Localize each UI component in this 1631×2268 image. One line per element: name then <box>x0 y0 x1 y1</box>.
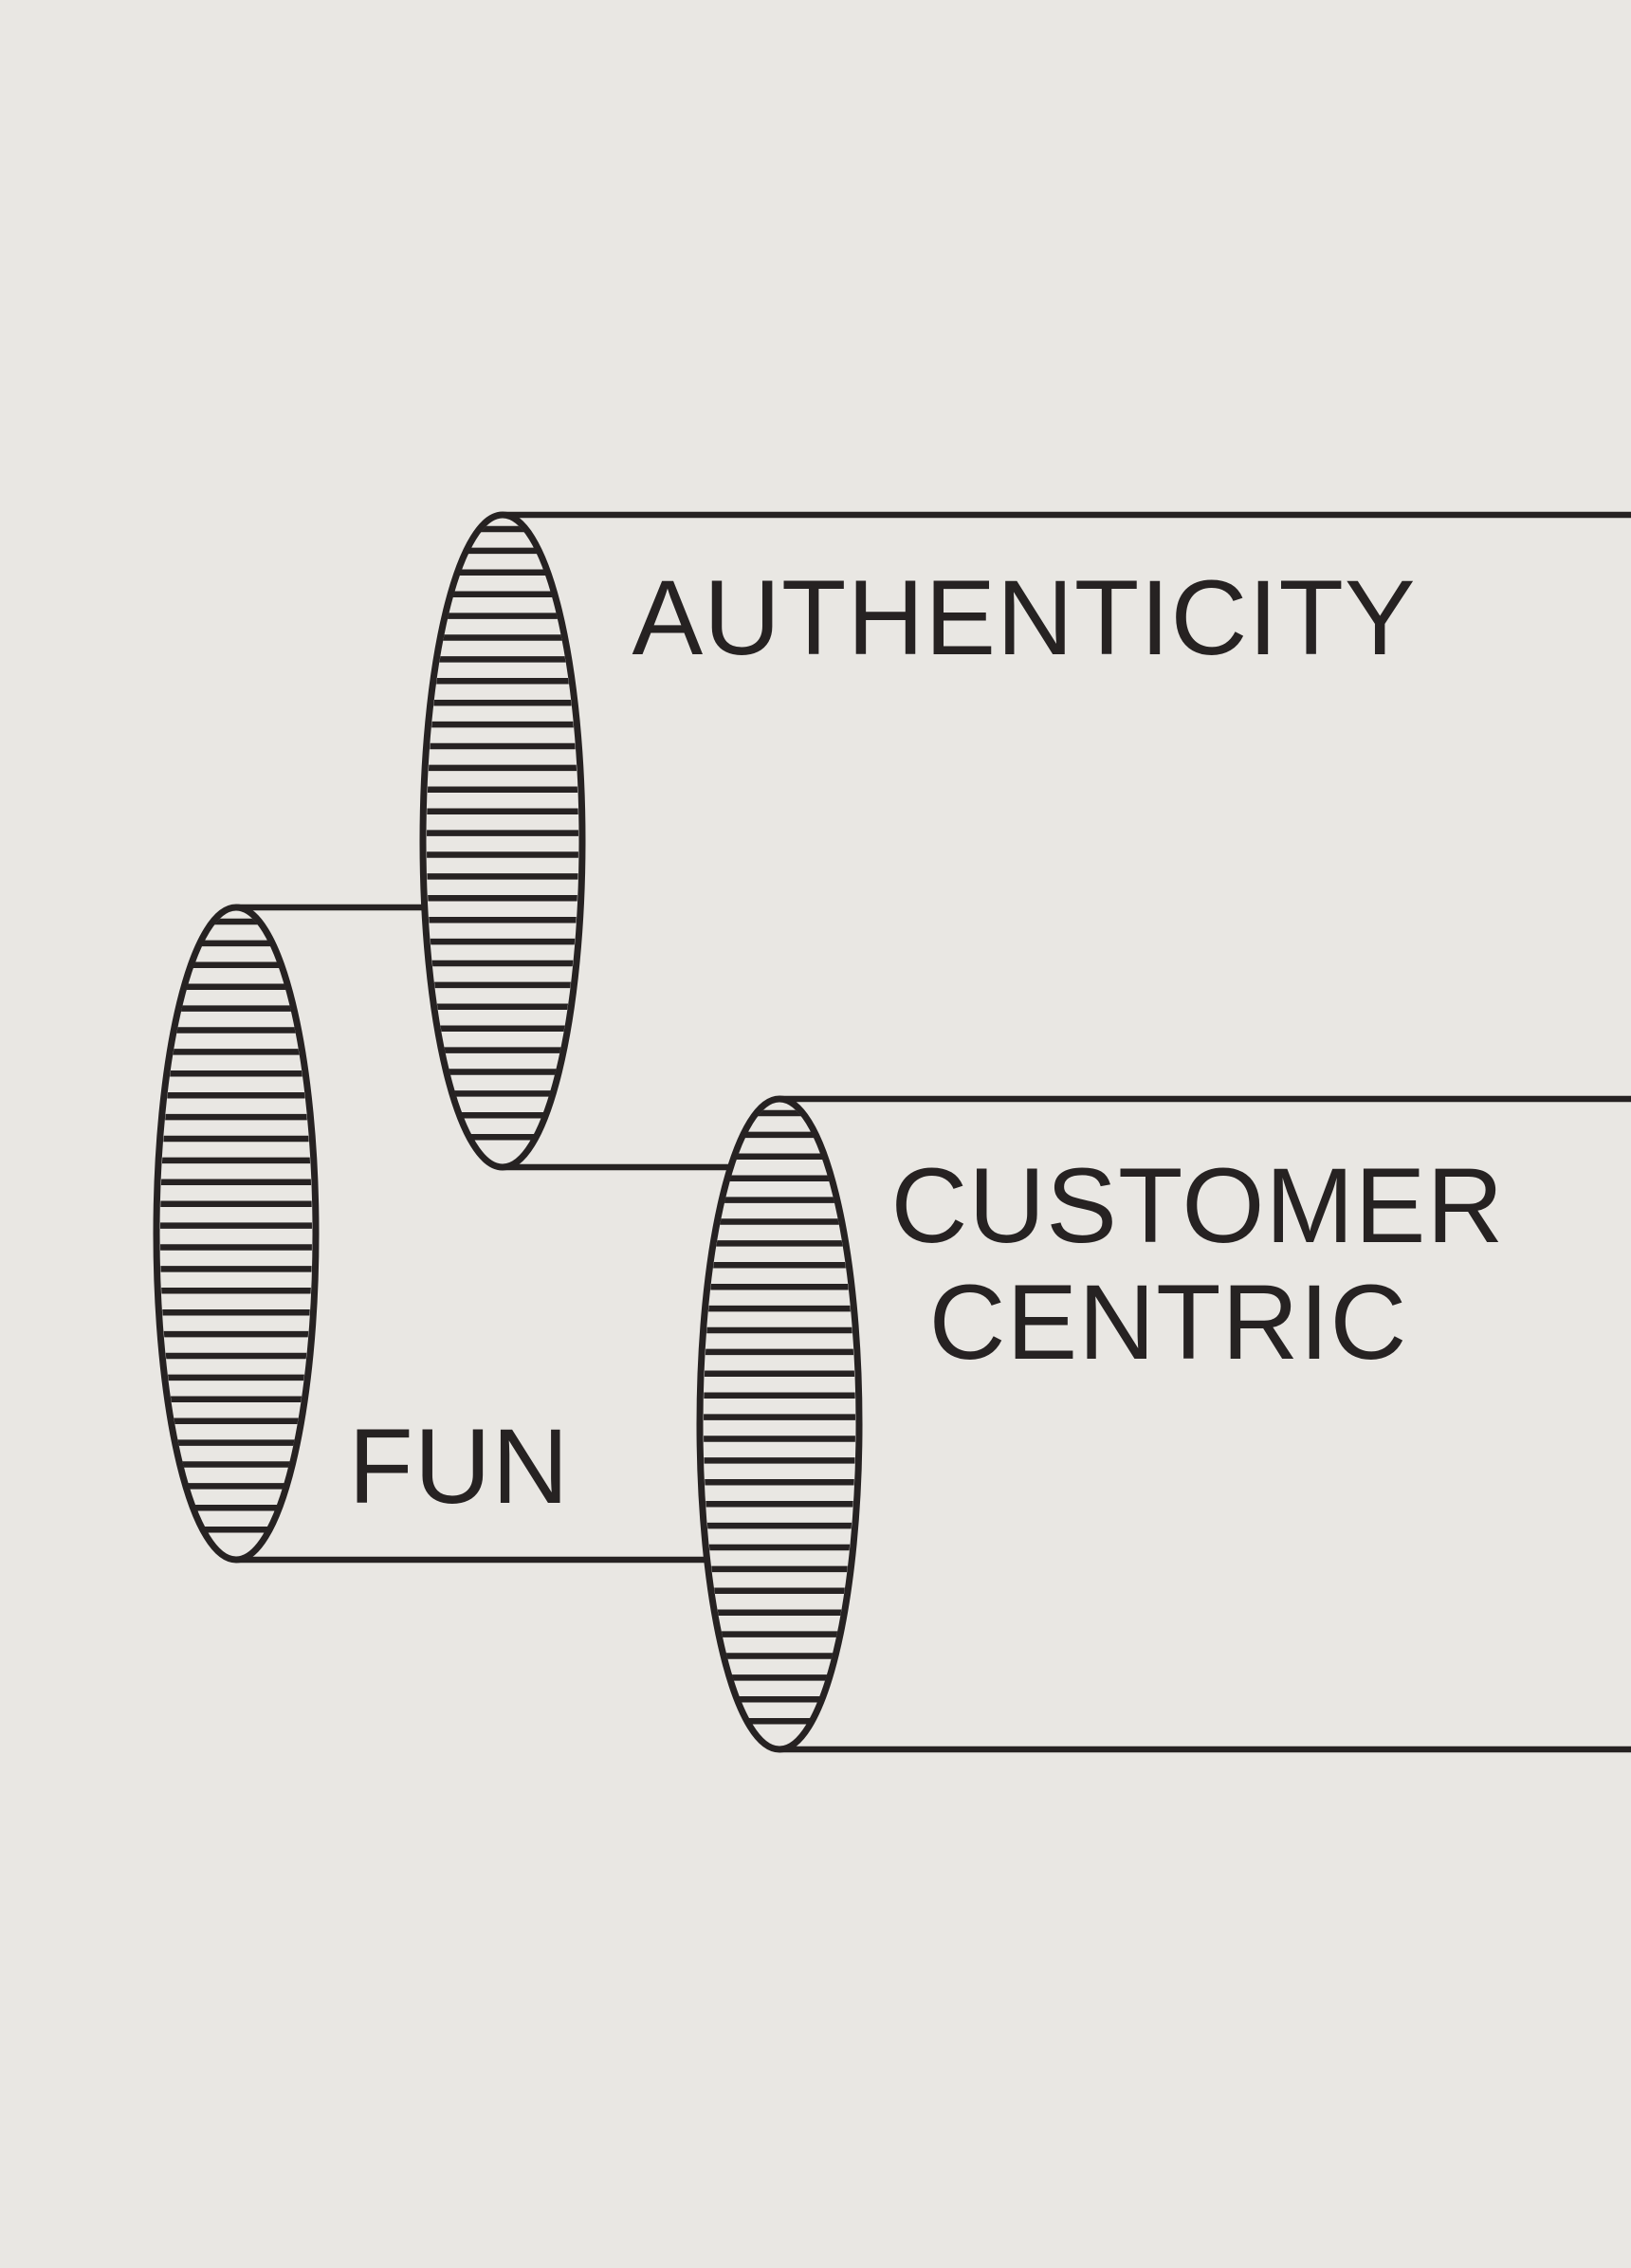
label-customer-centric-line2: CENTRIC <box>929 1263 1408 1381</box>
customer-centric-ellipse <box>696 1095 863 1753</box>
label-authenticity: AUTHENTICITY <box>632 558 1416 677</box>
cylinder-shapes-layer <box>153 511 1631 1753</box>
label-fun: FUN <box>348 1407 569 1526</box>
labels-layer: FUN AUTHENTICITY CUSTOMER CENTRIC <box>348 558 1535 1526</box>
fun-cylinder <box>153 904 779 1564</box>
label-customer-centric: CUSTOMER CENTRIC <box>891 1146 1535 1381</box>
label-customer-centric-line1: CUSTOMER <box>891 1146 1505 1265</box>
